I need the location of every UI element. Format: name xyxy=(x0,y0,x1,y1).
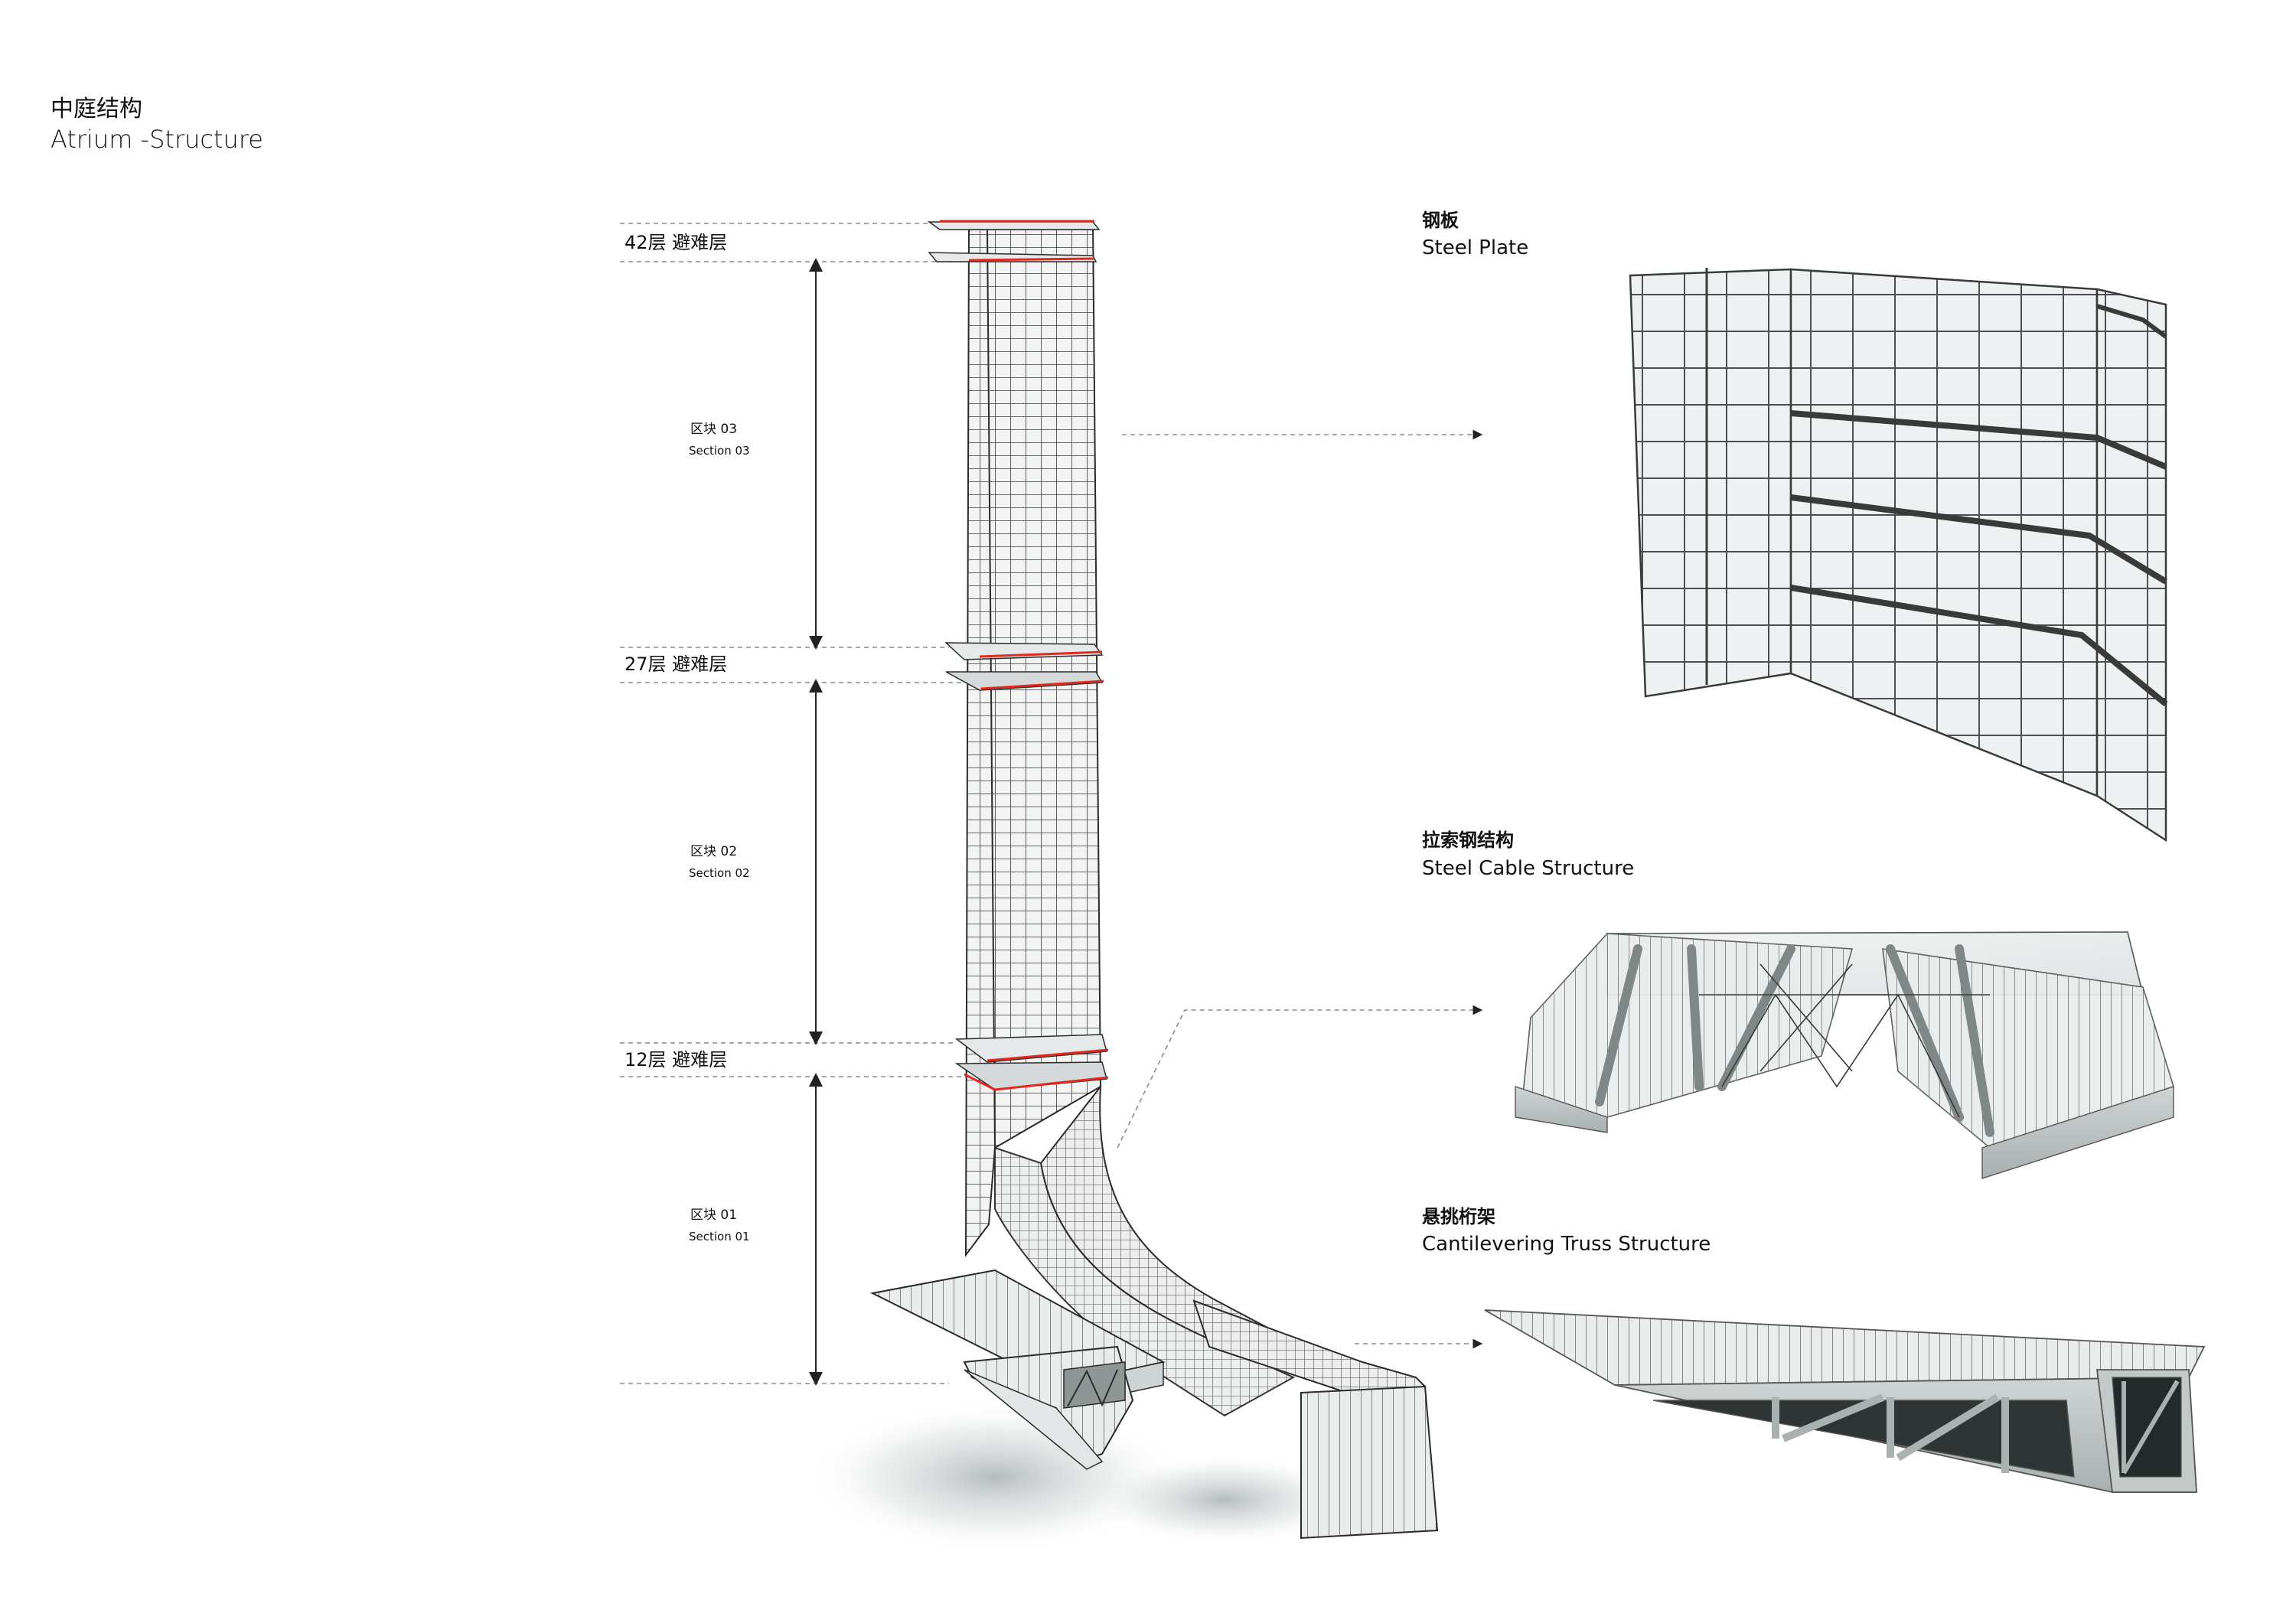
atrium-tower-model xyxy=(804,220,1439,1553)
detail-steel-plate-cn: 钢板 xyxy=(1422,210,1459,231)
section-02-cn: 区块 02 xyxy=(690,844,737,859)
detail-steel-cable-en: Steel Cable Structure xyxy=(1422,857,1634,880)
level-27-label: 27层 避难层 xyxy=(625,653,727,675)
level-lines xyxy=(620,223,980,1384)
refuge-floor-27 xyxy=(944,642,1104,691)
level-42-label: 42层 避难层 xyxy=(625,232,727,253)
callout-arrows xyxy=(1117,429,1483,1349)
detail-cantilever-truss-cn: 悬挑桁架 xyxy=(1422,1206,1495,1227)
section-02-en: Section 02 xyxy=(689,866,750,880)
refuge-floor-12 xyxy=(954,1034,1109,1091)
section-03-cn: 区块 03 xyxy=(690,422,737,437)
page-title: 中庭结构 Atrium -Structure xyxy=(51,96,263,154)
cantilever-truss-model xyxy=(1484,1309,2206,1493)
refuge-floor-42 xyxy=(927,220,1101,262)
section-labels: 区块 03 Section 03 区块 02 Section 02 区块 01 … xyxy=(689,422,750,1243)
detail-labels: 钢板 Steel Plate 拉索钢结构 Steel Cable Structu… xyxy=(1422,210,1711,1256)
section-01-en: Section 01 xyxy=(689,1230,750,1243)
title-en: Atrium -Structure xyxy=(51,125,263,154)
detail-cantilever-truss-en: Cantilevering Truss Structure xyxy=(1422,1233,1711,1256)
level-12-label: 12层 避难层 xyxy=(625,1049,727,1071)
detail-steel-cable-cn: 拉索钢结构 xyxy=(1422,829,1514,851)
section-03-en: Section 03 xyxy=(689,444,750,458)
title-cn: 中庭结构 xyxy=(51,96,142,122)
callout-steel-cable xyxy=(1117,1005,1483,1149)
section-01-cn: 区块 01 xyxy=(690,1207,737,1223)
level-labels: 42层 避难层 27层 避难层 12层 避难层 xyxy=(625,232,727,1071)
steel-plate-model xyxy=(1629,268,2168,842)
detail-steel-plate-en: Steel Plate xyxy=(1422,236,1528,259)
steel-cable-model xyxy=(1515,931,2174,1179)
